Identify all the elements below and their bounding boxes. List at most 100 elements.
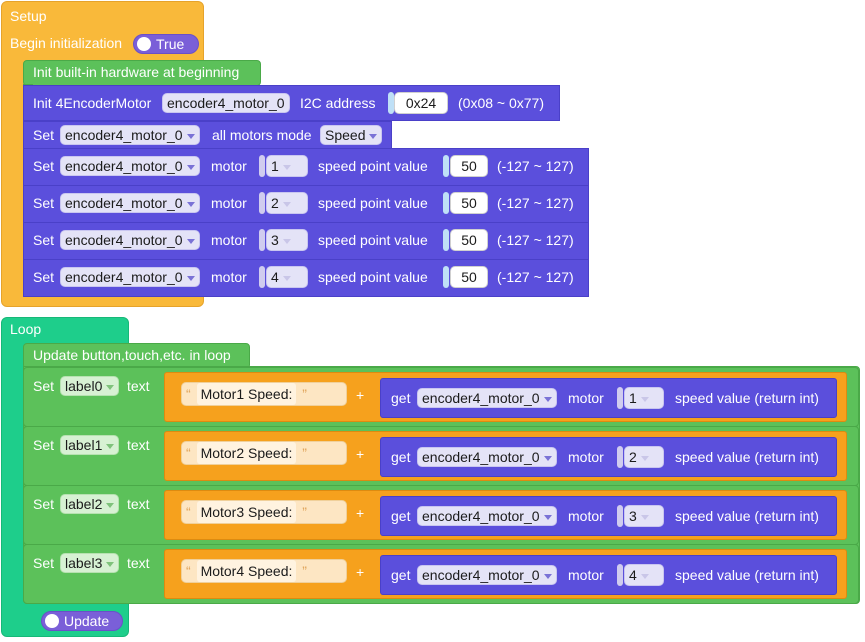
get-label: get <box>391 449 411 465</box>
speed-row-point-label: speed point value <box>318 232 428 248</box>
get-motor-dropdown[interactable]: 3 <box>624 505 664 527</box>
set-label-text: text <box>127 555 150 571</box>
init-encoder-device-field[interactable]: encoder4_motor_0 <box>162 93 290 113</box>
get-motor-value: 4 <box>629 567 637 583</box>
speed-row-motor-label: motor <box>211 158 247 174</box>
toggle-knob <box>45 614 59 628</box>
speed-row-set-label: Set <box>33 195 55 211</box>
update-toggle[interactable]: Update <box>41 611 123 631</box>
join-plus: + <box>356 564 365 580</box>
get-device-value: encoder4_motor_0 <box>422 390 540 406</box>
get-return-label: speed value (return int) <box>675 508 819 524</box>
get-motor-dropdown[interactable]: 4 <box>624 564 664 586</box>
speed-row-set-label: Set <box>33 158 55 174</box>
speed-row-motor-dropdown[interactable]: 1 <box>266 155 308 177</box>
get-motor-dropdown[interactable]: 1 <box>624 387 664 409</box>
close-quote-icon: ” <box>302 563 307 579</box>
speed-row-point-label: speed point value <box>318 195 428 211</box>
string-block[interactable]: “ Motor1 Speed: ” <box>181 382 347 406</box>
speed-row-value-input[interactable]: 50 <box>450 155 488 177</box>
update-toggle-label: Update <box>64 613 110 629</box>
i2c-address-range: (0x08 ~ 0x77) <box>458 95 544 111</box>
close-quote-icon: ” <box>302 445 307 461</box>
motor-mode-dropdown[interactable]: Speed <box>320 125 383 145</box>
chevron-down-icon <box>106 443 115 449</box>
speed-row-device-value: encoder4_motor_0 <box>65 232 183 248</box>
set-label-set: Set <box>33 378 55 394</box>
string-value: Motor3 Speed: <box>196 501 297 523</box>
get-return-label: speed value (return int) <box>675 449 819 465</box>
speed-row-device-dropdown[interactable]: encoder4_motor_0 <box>60 230 200 250</box>
speed-row-device-dropdown[interactable]: encoder4_motor_0 <box>60 156 200 176</box>
begin-init-toggle[interactable]: True <box>133 34 199 54</box>
value-socket <box>443 155 449 177</box>
loop-title: Loop <box>10 321 42 337</box>
init-hardware-block[interactable] <box>23 60 261 86</box>
init-hardware-label: Init built-in hardware at beginning <box>33 64 240 80</box>
label-dropdown-value: label1 <box>65 437 103 453</box>
set-mode-set-label: Set <box>33 127 55 143</box>
string-value: Motor4 Speed: <box>196 560 297 582</box>
i2c-address-input[interactable]: 0x24 <box>394 92 448 114</box>
set-label-text: text <box>127 378 150 394</box>
get-device-dropdown[interactable]: encoder4_motor_0 <box>417 388 557 408</box>
get-label: get <box>391 390 411 406</box>
speed-row-value-input[interactable]: 50 <box>450 266 488 288</box>
speed-row-motor-dropdown[interactable]: 2 <box>266 192 308 214</box>
speed-row-motor-value: 4 <box>271 269 279 285</box>
speed-row-motor-value: 2 <box>271 195 279 211</box>
string-block[interactable]: “ Motor4 Speed: ” <box>181 559 347 583</box>
begin-init-toggle-label: True <box>156 36 185 52</box>
label-dropdown[interactable]: label2 <box>60 494 120 514</box>
motor-socket <box>259 229 265 251</box>
get-motor-label: motor <box>568 449 604 465</box>
open-quote-icon: “ <box>186 445 191 461</box>
label-dropdown-value: label2 <box>65 496 103 512</box>
chevron-down-icon <box>106 384 115 390</box>
chevron-down-icon <box>640 455 649 461</box>
label-dropdown-value: label0 <box>65 378 103 394</box>
string-value: Motor1 Speed: <box>196 383 297 405</box>
get-motor-dropdown[interactable]: 2 <box>624 446 664 468</box>
chevron-down-icon <box>282 275 291 281</box>
speed-row-motor-dropdown[interactable]: 4 <box>266 266 308 288</box>
speed-row-point-label: speed point value <box>318 269 428 285</box>
speed-row-device-value: encoder4_motor_0 <box>65 158 183 174</box>
chevron-down-icon <box>543 514 552 520</box>
get-device-dropdown[interactable]: encoder4_motor_0 <box>417 506 557 526</box>
init-encoder-block[interactable] <box>23 85 560 121</box>
address-input-socket <box>388 92 394 114</box>
init-encoder-prefix: Init 4EncoderMotor <box>33 95 152 111</box>
string-block[interactable]: “ Motor2 Speed: ” <box>181 441 347 465</box>
speed-row-value-input[interactable]: 50 <box>450 192 488 214</box>
chevron-down-icon <box>640 573 649 579</box>
motor-socket <box>617 564 623 586</box>
get-device-dropdown[interactable]: encoder4_motor_0 <box>417 447 557 467</box>
speed-row-device-dropdown[interactable]: encoder4_motor_0 <box>60 267 200 287</box>
setup-title: Setup <box>10 8 47 24</box>
string-block[interactable]: “ Motor3 Speed: ” <box>181 500 347 524</box>
set-label-set: Set <box>33 496 55 512</box>
toggle-knob <box>137 37 151 51</box>
close-quote-icon: ” <box>302 504 307 520</box>
begin-init-label: Begin initialization <box>10 35 123 51</box>
speed-row-value-input[interactable]: 50 <box>450 229 488 251</box>
get-device-dropdown[interactable]: encoder4_motor_0 <box>417 565 557 585</box>
speed-row-range: (-127 ~ 127) <box>497 232 574 248</box>
set-mode-device-dropdown[interactable]: encoder4_motor_0 <box>60 125 200 145</box>
speed-row-device-dropdown[interactable]: encoder4_motor_0 <box>60 193 200 213</box>
speed-row-motor-dropdown[interactable]: 3 <box>266 229 308 251</box>
speed-row-motor-value: 1 <box>271 158 279 174</box>
get-motor-value: 2 <box>629 449 637 465</box>
label-dropdown[interactable]: label0 <box>60 376 120 396</box>
label-dropdown[interactable]: label1 <box>60 435 120 455</box>
set-label-set: Set <box>33 555 55 571</box>
chevron-down-icon <box>369 133 378 139</box>
motor-socket <box>259 155 265 177</box>
set-mode-device-value: encoder4_motor_0 <box>65 127 183 143</box>
value-socket <box>443 192 449 214</box>
join-plus: + <box>356 505 365 521</box>
label-dropdown[interactable]: label3 <box>60 553 120 573</box>
open-quote-icon: “ <box>186 563 191 579</box>
chevron-down-icon <box>106 502 115 508</box>
